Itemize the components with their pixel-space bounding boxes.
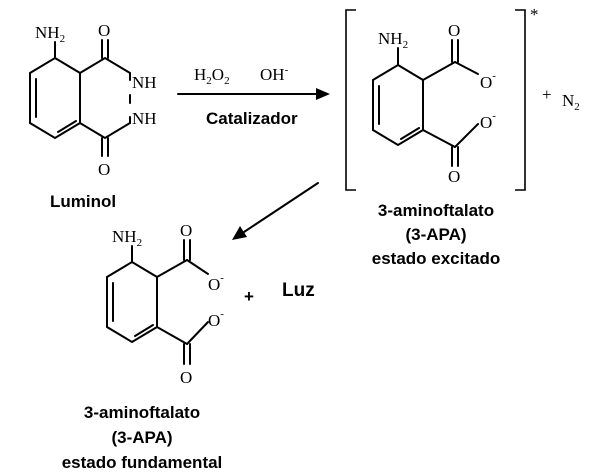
excited-ring-double-bond <box>400 127 420 140</box>
plus-sign-2: + <box>244 287 254 306</box>
luminol-label: Luminol <box>50 192 116 211</box>
ground-oxygen-anion-bottom: O- <box>208 308 224 330</box>
ground-apa-structure: NH2 O O- O- O <box>106 221 224 387</box>
excited-benzene-ring <box>372 63 424 147</box>
excited-name-line1: 3-aminoftalato <box>378 201 494 220</box>
light-label: Luz <box>282 280 315 301</box>
nitrogen-gas: N2 <box>562 91 580 113</box>
luminol-heterocycle-bond <box>79 56 131 74</box>
bracket-right <box>515 9 526 191</box>
excited-amino-group: NH2 <box>378 29 408 51</box>
catalyst-label: Catalizador <box>206 109 298 128</box>
ground-oxygen-top: O <box>180 221 192 240</box>
ground-name-line1: 3-aminoftalato <box>84 403 200 422</box>
arrow-head <box>316 88 330 100</box>
ground-oxygen-bottom: O <box>180 368 192 387</box>
excited-oxygen-anion-top: O- <box>480 70 496 92</box>
ground-ring-double-bond <box>134 324 154 337</box>
luminol-nh-top: NH <box>132 73 157 92</box>
excited-co-bond <box>454 123 479 148</box>
luminol-heterocycle-bond <box>79 122 131 140</box>
ground-amino-group: NH2 <box>112 227 142 249</box>
reagent-hydroxide: OH- <box>260 64 289 84</box>
excited-co-bond <box>454 61 479 75</box>
excited-apa-structure: NH2 O O- O- O <box>372 21 496 186</box>
excited-name-line2: (3-APA) <box>405 225 466 244</box>
arrow-shaft <box>243 182 319 233</box>
ground-co-bond <box>186 259 209 275</box>
ground-carboxylate-bond <box>156 259 188 278</box>
ground-name-line2: (3-APA) <box>111 428 172 447</box>
excited-bracket <box>345 9 526 191</box>
ground-benzene-ring <box>106 260 158 344</box>
arrow-head <box>232 226 247 240</box>
luminol-structure: NH2 O O NH NH <box>29 21 157 179</box>
excited-oxygen-bottom: O <box>448 167 460 186</box>
luminol-oxygen-bottom: O <box>98 160 110 179</box>
excited-carboxylate-bond <box>422 129 456 148</box>
excited-asterisk: * <box>530 5 539 24</box>
reaction-arrow-2 <box>232 182 319 240</box>
ground-carboxylate-bond <box>156 326 188 345</box>
ground-co-bond <box>186 321 209 345</box>
bracket-left <box>345 9 356 191</box>
excited-name-line3: estado excitado <box>372 249 501 268</box>
excited-oxygen-top: O <box>448 21 460 40</box>
luminol-oxygen-top: O <box>98 21 110 40</box>
excited-carboxylate-bond <box>422 61 456 81</box>
plus-sign-1: + <box>542 85 552 104</box>
reaction-arrow-1 <box>177 88 330 100</box>
luminol-ring-double-bond <box>57 120 77 133</box>
luminol-benzene-ring <box>29 56 81 140</box>
luminol-amino-group: NH2 <box>35 23 65 45</box>
reagent-h2o2: H2O2 <box>194 65 230 87</box>
ground-oxygen-anion-top: O- <box>208 272 224 294</box>
ground-name-line3: estado fundamental <box>62 453 223 472</box>
luminol-nh-bottom: NH <box>132 109 157 128</box>
excited-oxygen-anion-bottom: O- <box>480 110 496 132</box>
